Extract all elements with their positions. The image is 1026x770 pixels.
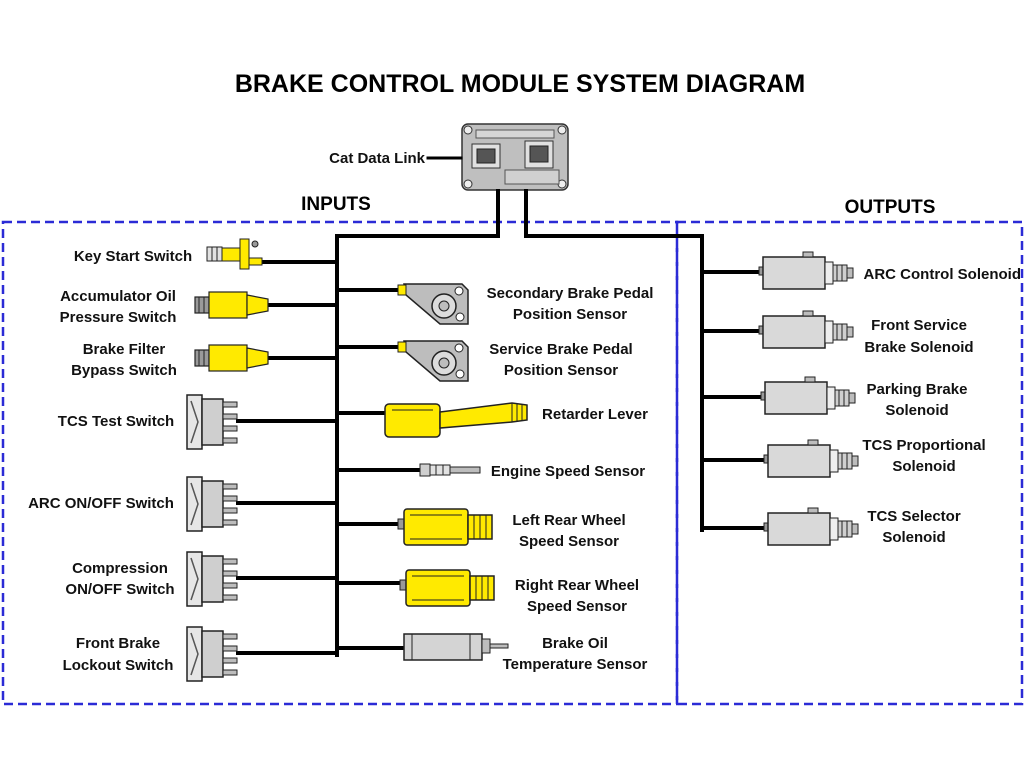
front-service-label-line1: Front Service <box>871 317 967 334</box>
tcs-selector-label-line1: TCS Selector <box>867 508 961 525</box>
inputs-group-box <box>1 220 679 706</box>
tcs-proportional-label-line2: Solenoid <box>892 458 955 475</box>
tcs-proportional-label-line1: TCS Proportional <box>862 437 985 454</box>
key-start-switch-label: Key Start Switch <box>74 248 192 265</box>
brake-control-module <box>461 123 569 191</box>
arc-onoff-switch <box>186 476 238 532</box>
retarder-lever-label: Retarder Lever <box>542 406 648 423</box>
service-pedal-label-line2: Position Sensor <box>504 362 618 379</box>
outputs-group-box <box>675 220 1024 706</box>
compression-label-line1: Compression <box>72 560 168 577</box>
right-rear-label-line2: Speed Sensor <box>527 598 627 615</box>
compression-label-line2: ON/OFF Switch <box>65 581 174 598</box>
diagram-title: BRAKE CONTROL MODULE SYSTEM DIAGRAM <box>235 70 805 98</box>
retarder-lever <box>384 402 528 438</box>
left-rear-label-line1: Left Rear Wheel <box>512 512 625 529</box>
accumulator-label-line1: Accumulator Oil <box>60 288 176 305</box>
service-pedal-label-line1: Service Brake Pedal <box>489 341 632 358</box>
tcs-proportional-solenoid <box>763 439 859 478</box>
right-rear-wheel-speed-sensor <box>399 569 495 607</box>
secondary-brake-pedal-sensor <box>397 283 469 325</box>
arc-onoff-switch-label: ARC ON/OFF Switch <box>28 495 174 512</box>
front-service-label-line2: Brake Solenoid <box>864 339 973 356</box>
parking-brake-solenoid <box>760 376 856 415</box>
engine-speed-sensor <box>419 463 481 477</box>
right-rear-label-line1: Right Rear Wheel <box>515 577 639 594</box>
inputs-heading: INPUTS <box>301 194 371 215</box>
front-brake-label-line1: Front Brake <box>76 635 160 652</box>
engine-speed-sensor-label: Engine Speed Sensor <box>491 463 645 480</box>
key-start-switch <box>206 238 263 270</box>
brake-oil-label-line1: Brake Oil <box>542 635 608 652</box>
front-brake-label-line2: Lockout Switch <box>63 657 174 674</box>
secondary-pedal-label-line2: Position Sensor <box>513 306 627 323</box>
brake-filter-label-line2: Bypass Switch <box>71 362 177 379</box>
brake-filter-bypass-switch <box>194 344 269 372</box>
secondary-pedal-label-line1: Secondary Brake Pedal <box>487 285 654 302</box>
outputs-heading: OUTPUTS <box>845 197 936 218</box>
output-bus <box>524 189 704 532</box>
brake-oil-label-line2: Temperature Sensor <box>503 656 648 673</box>
left-rear-label-line2: Speed Sensor <box>519 533 619 550</box>
brake-oil-temperature-sensor <box>403 633 509 661</box>
tcs-selector-solenoid <box>763 507 859 546</box>
service-brake-pedal-sensor <box>397 340 469 382</box>
compression-onoff-switch <box>186 551 238 607</box>
tcs-test-switch-label: TCS Test Switch <box>58 413 174 430</box>
parking-brake-label-line1: Parking Brake <box>867 381 968 398</box>
tcs-test-switch <box>186 394 238 450</box>
front-service-brake-solenoid <box>758 310 854 349</box>
cat-data-link-label: Cat Data Link <box>329 150 426 167</box>
front-brake-lockout-switch <box>186 626 238 682</box>
arc-solenoid-label: ARC Control Solenoid <box>864 266 1022 283</box>
accumulator-pressure-switch <box>194 291 269 319</box>
brake-filter-label-line1: Brake Filter <box>83 341 166 358</box>
left-rear-wheel-speed-sensor <box>397 508 493 546</box>
arc-control-solenoid <box>758 251 854 290</box>
tcs-selector-label-line2: Solenoid <box>882 529 945 546</box>
input-bus-feed <box>335 189 500 238</box>
accumulator-label-line2: Pressure Switch <box>60 309 177 326</box>
parking-brake-label-line2: Solenoid <box>885 402 948 419</box>
